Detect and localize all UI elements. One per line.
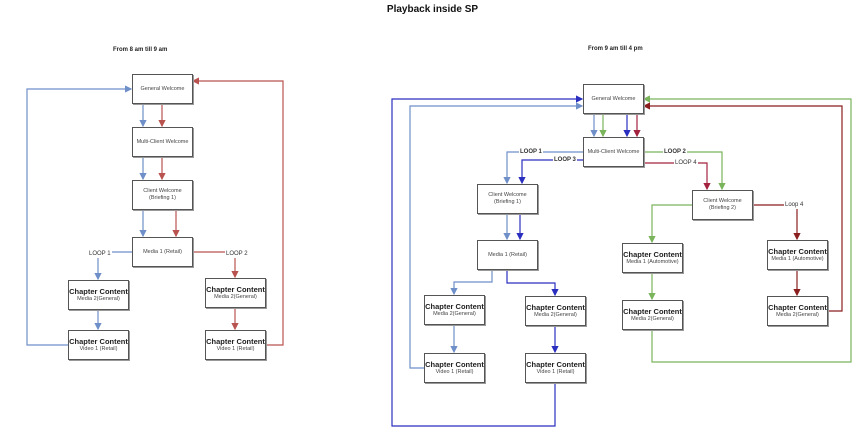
node-sublabel: Media 2(General) xyxy=(534,312,577,318)
node-sublabel: Media 2(General) xyxy=(631,316,674,322)
right-loop1-return xyxy=(409,102,584,369)
node-label: Chapter Content xyxy=(623,250,682,259)
node-sublabel: Media 1 (Automotive) xyxy=(626,259,679,265)
node-label: Chapter Content xyxy=(768,303,827,312)
node-sublabel: Media 1 (Automotive) xyxy=(771,256,824,262)
node-label: Chapter Content xyxy=(425,302,484,311)
node-sublabel: (Briefing 2) xyxy=(709,205,736,211)
node-label: Chapter Content xyxy=(425,360,484,369)
node-sublabel: Video 1 (Retail) xyxy=(536,369,575,375)
right-node-media1: Media 1 (Retail) xyxy=(477,240,538,270)
right-loop3-line xyxy=(506,270,559,297)
right-loop2-return xyxy=(642,95,852,363)
node-label: General Welcome xyxy=(591,95,636,102)
right-loop2-label: LOOP 2 xyxy=(663,149,687,156)
right-loop2-line xyxy=(648,204,692,244)
node-sublabel: Video 1 (Retail) xyxy=(216,346,255,352)
node-sublabel: Video 1 (Retail) xyxy=(79,346,118,352)
right-loop2-line xyxy=(643,151,726,191)
node-label: Chapter Content xyxy=(69,337,128,346)
right-loop3-label: LOOP 3 xyxy=(553,157,577,164)
right-loop4b-line xyxy=(752,204,801,241)
left-loop1-return xyxy=(26,85,133,346)
node-label: Chapter Content xyxy=(206,337,265,346)
left-diagram-heading: From 8 am till 9 am xyxy=(113,47,168,53)
right-loop4b-label: Loop 4 xyxy=(784,202,805,209)
node-label: Chapter Content xyxy=(526,360,585,369)
node-sublabel: Media 2(General) xyxy=(776,312,819,318)
node-label: Client Welcome xyxy=(703,198,742,204)
right-node-multi-client-welcome: Multi-Client Welcome xyxy=(583,137,644,167)
right-node-general-welcome: General Welcome xyxy=(583,84,644,114)
node-sublabel: Video 1 (Retail) xyxy=(435,369,474,375)
right-diagram-heading: From 9 am till 4 pm xyxy=(588,46,643,52)
node-label: Client Welcome xyxy=(143,188,182,194)
node-sublabel: Media 2(General) xyxy=(214,294,257,300)
right-node-client-welcome-2: Client Welcome(Briefing 2) xyxy=(692,190,753,220)
right-loop1-line xyxy=(450,270,493,296)
right-loop3-return xyxy=(391,95,584,427)
right-loop4-line xyxy=(643,162,711,191)
node-label: Chapter Content xyxy=(768,247,827,256)
left-node-multi-client-welcome: Multi-Client Welcome xyxy=(132,127,193,157)
right-loop1-label: LOOP 1 xyxy=(519,149,543,156)
left-loop2-return xyxy=(191,77,284,346)
node-label: Chapter Content xyxy=(526,303,585,312)
node-label: Chapter Content xyxy=(206,285,265,294)
node-sublabel: (Briefing 1) xyxy=(494,199,521,205)
right-node-client-welcome-1: Client Welcome(Briefing 1) xyxy=(477,184,538,214)
node-label: Chapter Content xyxy=(69,287,128,296)
node-label: Client Welcome xyxy=(488,192,527,198)
node-sublabel: Media 2(General) xyxy=(77,296,120,302)
right-loop1-line xyxy=(503,151,583,185)
right-loop4-label: LOOP 4 xyxy=(674,160,698,167)
left-node-media1: Media 1 (Retail) xyxy=(132,237,193,267)
left-loop2-label: LOOP 2 xyxy=(225,251,249,258)
node-sublabel: Media 2(General) xyxy=(433,311,476,317)
node-label: Multi-Client Welcome xyxy=(136,138,189,145)
node-sublabel: (Briefing 1) xyxy=(149,195,176,201)
right-loop4b-return xyxy=(642,102,843,312)
node-label: Media 1 (Retail) xyxy=(488,251,527,258)
node-label: Media 1 (Retail) xyxy=(143,248,182,255)
left-node-general-welcome: General Welcome xyxy=(132,74,193,104)
page-title: Playback inside SP xyxy=(386,4,479,15)
left-node-client-welcome: Client Welcome(Briefing 1) xyxy=(132,180,193,210)
node-label: General Welcome xyxy=(140,85,185,92)
left-loop1-label: LOOP 1 xyxy=(88,251,112,258)
node-label: Multi-Client Welcome xyxy=(587,148,640,155)
node-label: Chapter Content xyxy=(623,307,682,316)
